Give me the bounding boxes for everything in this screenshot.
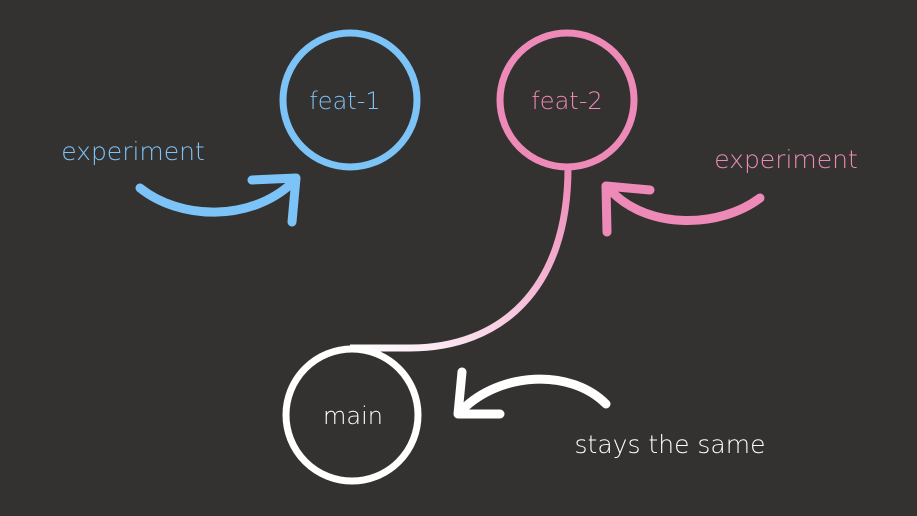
- node-feat-1-label: feat-1: [309, 87, 380, 115]
- node-main-label: main: [323, 402, 383, 430]
- feat2-annotation: experiment: [714, 145, 858, 174]
- arrow-main-icon: [453, 367, 611, 419]
- arrow-feat2-icon: [601, 181, 765, 237]
- connector-feat2-main: [350, 167, 572, 352]
- arrow-feat1-icon: [135, 173, 301, 227]
- main-annotation: stays the same: [575, 430, 766, 459]
- feat1-annotation: experiment: [61, 137, 205, 166]
- node-feat-1: feat-1: [279, 29, 421, 171]
- node-main: main: [282, 345, 422, 485]
- node-feat-2: feat-2: [496, 29, 638, 171]
- node-feat-2-label: feat-2: [531, 87, 602, 115]
